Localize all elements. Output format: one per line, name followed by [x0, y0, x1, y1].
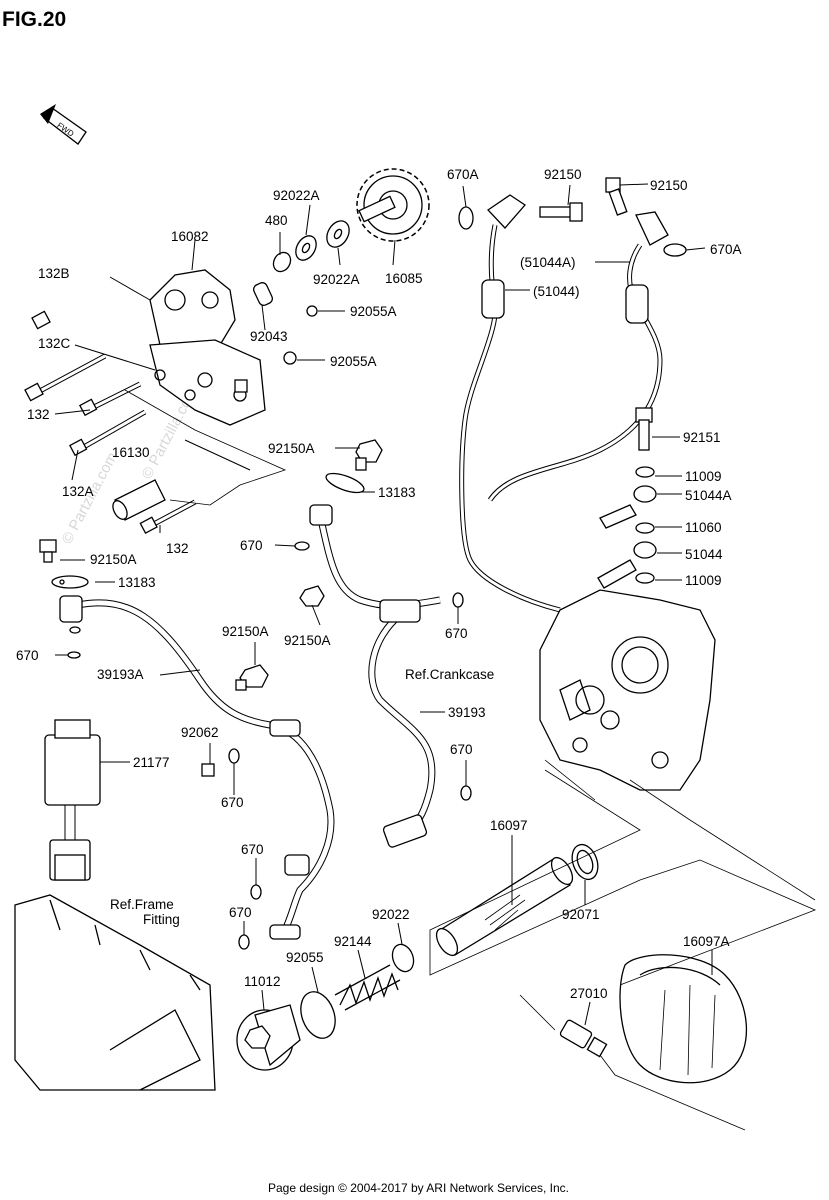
callout-92150: 92150 — [544, 167, 582, 182]
relay-21177 — [44, 719, 101, 881]
callout-670: 670 — [16, 648, 39, 663]
callout-16085: 16085 — [385, 271, 423, 286]
bolt-132A — [69, 409, 147, 457]
callout-16097: 16097 — [490, 818, 528, 833]
callout-92071: 92071 — [562, 907, 600, 922]
callout-92043: 92043 — [250, 329, 288, 344]
banjo-bolt-92151 — [635, 407, 653, 451]
reference-boxes — [124, 389, 817, 1131]
callout-92150: 92150 — [650, 178, 688, 193]
callout-92150A: 92150A — [268, 441, 315, 456]
bolt-132C — [24, 353, 107, 402]
callout-670A: 670A — [710, 242, 742, 257]
callout-670: 670 — [241, 842, 264, 857]
washer-92022 — [391, 943, 415, 973]
callout-92055A: 92055A — [350, 304, 397, 319]
callout-92022: 92022 — [372, 907, 410, 922]
plug-92062 — [201, 763, 215, 777]
callout-labels: 16082 480 92022A 92022A 16085 92043 9205… — [16, 167, 742, 1001]
callout-51044: 51044 — [685, 547, 723, 562]
callout-92144: 92144 — [334, 934, 372, 949]
callout-92022A: 92022A — [313, 272, 360, 287]
oil-pipe-39193A — [59, 595, 335, 940]
callout-480: 480 — [265, 213, 288, 228]
callout-92150A: 92150A — [284, 633, 331, 648]
callout-39193: 39193 — [448, 705, 486, 720]
callout-132B: 132B — [38, 266, 70, 281]
washers-hoses — [597, 466, 657, 589]
bolt-92150A-left — [39, 539, 57, 563]
callout-51044A: 51044A — [685, 488, 732, 503]
pump-gear-16085 — [356, 168, 430, 242]
callout-13183: 13183 — [118, 575, 156, 590]
o-ring-670A-right — [663, 243, 687, 257]
callout-27010: 27010 — [570, 986, 608, 1001]
callout-132: 132 — [166, 541, 189, 556]
callout-11009: 11009 — [685, 469, 722, 484]
washer-92022A — [295, 220, 350, 261]
spring-92144 — [334, 964, 401, 1011]
frame-reference: Fitting — [143, 912, 180, 927]
callout-21177: 21177 — [133, 755, 170, 770]
callout-16082: 16082 — [171, 229, 209, 244]
bolt-92150A-mid — [235, 664, 269, 691]
callout-92150A: 92150A — [222, 624, 269, 639]
callout-92150A: 92150A — [90, 552, 137, 567]
callout-11012: 11012 — [244, 974, 281, 989]
dowel-16130 — [112, 479, 166, 521]
callout-92022A: 92022A — [273, 188, 320, 203]
callout-132C: 132C — [38, 336, 71, 351]
circlip-480 — [272, 251, 292, 273]
callout-39193A: 39193A — [97, 667, 144, 682]
pin-92043 — [253, 282, 273, 306]
o-ring-92055 — [300, 991, 336, 1039]
frame-fitting-ref — [14, 894, 216, 1091]
frame-reference: Ref.Frame — [110, 897, 174, 912]
callout-670: 670 — [240, 538, 263, 553]
callout-51044: (51044) — [533, 284, 580, 299]
callout-92151: 92151 — [683, 430, 721, 445]
leader-lines — [54, 183, 713, 1026]
callout-11009: 11009 — [685, 573, 722, 588]
cap-11012 — [236, 1004, 301, 1071]
callout-670: 670 — [450, 742, 473, 757]
callout-670A: 670A — [447, 167, 479, 182]
callout-11060: 11060 — [685, 520, 722, 535]
callout-670: 670 — [229, 905, 252, 920]
footer-copyright: Page design © 2004-2017 by ARI Network S… — [268, 1181, 569, 1195]
callout-92055: 92055 — [286, 950, 324, 965]
bolt-132-lower — [139, 499, 197, 534]
oil-pump-16082 — [149, 269, 266, 426]
banjo-bolt-92150-right — [605, 177, 628, 216]
callout-132A: 132A — [62, 484, 94, 499]
callout-92062: 92062 — [181, 725, 219, 740]
callout-16097A: 16097A — [683, 934, 730, 949]
banjo-bolt-92150 — [539, 202, 583, 222]
bolt-132B — [31, 286, 106, 330]
forward-arrow-icon: FWD — [40, 104, 87, 145]
callout-16130: 16130 — [112, 445, 150, 460]
crankcase-ref — [539, 589, 716, 791]
callout-132: 132 — [27, 407, 50, 422]
bolt-92150A-top — [355, 439, 383, 471]
callout-670: 670 — [445, 626, 468, 641]
pressure-switch-27010 — [559, 1019, 608, 1058]
plate-13183-top — [325, 472, 365, 494]
crankcase-reference: Ref.Crankcase — [405, 667, 494, 682]
callout-92055A: 92055A — [330, 354, 377, 369]
callout-670: 670 — [221, 795, 244, 810]
oil-pipe-39193 — [299, 504, 441, 848]
callout-13183: 13183 — [378, 485, 416, 500]
oil-filter-16097A — [619, 954, 748, 1084]
callout-51044A: (51044A) — [520, 255, 576, 270]
o-ring-92055A — [283, 305, 318, 365]
figure-title: FIG.20 — [2, 8, 66, 31]
hose-51044A — [487, 211, 669, 502]
filter-16097 — [435, 856, 574, 957]
plate-13183-left — [51, 575, 89, 589]
o-ring-670A-left — [458, 206, 474, 230]
hose-51044 — [459, 194, 561, 613]
